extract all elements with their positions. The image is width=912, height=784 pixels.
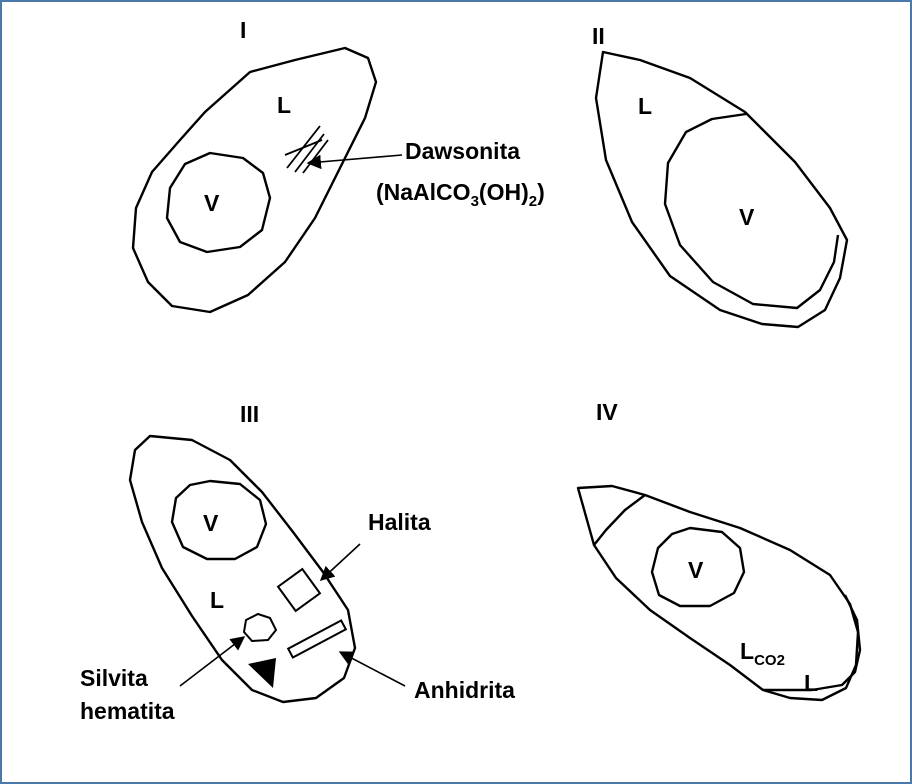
phase-label-ii-liquid: L [638,93,652,119]
panel-i-numeral: I [240,17,246,43]
mineral-label-anhidrita: Anhidrita [414,677,515,703]
panel-iii-numeral: III [240,401,259,427]
phase-label-iii-liquid: L [210,587,224,613]
phase-label-iii-vapor: V [203,510,219,536]
phase-label-ii-vapor: V [739,204,755,230]
phase-label-i-vapor: V [204,190,220,216]
mineral-label-hematita: hematita [80,698,175,724]
mineral-label-dawsonita: Dawsonita [405,138,520,164]
phase-label-i-liquid: L [277,92,291,118]
phase-label-iv-vapor: V [688,557,704,583]
mineral-label-halita: Halita [368,509,431,535]
panel-iv-numeral: IV [596,399,618,425]
mineral-label-silvita: Silvita [80,665,148,691]
phase-label-iv-liquid: L [804,670,818,696]
panel-ii-numeral: II [592,23,605,49]
